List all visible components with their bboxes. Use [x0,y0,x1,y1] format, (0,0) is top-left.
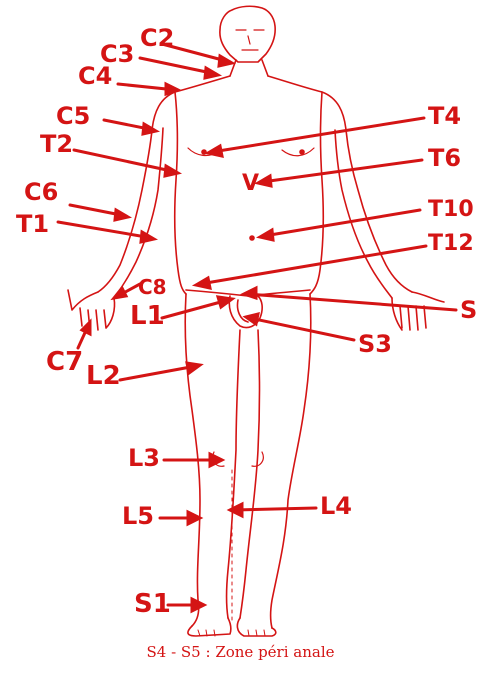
label-c8: C8 [138,275,167,299]
label-l5: L5 [122,502,154,530]
label-l2: L2 [86,361,121,391]
label-v: V [242,171,259,196]
head-outline [220,6,275,62]
label-c4: C4 [78,62,112,90]
caption: S4 - S5 : Zone péri anale [0,643,481,661]
right-hand-outline [392,292,444,330]
feet-outline [188,618,276,636]
label-c2: C2 [140,24,174,52]
label-t1: T1 [16,210,49,238]
label-t10: T10 [428,197,474,222]
label-t12: T12 [428,231,474,256]
label-s1: S1 [134,589,171,619]
label-l1: L1 [130,301,165,331]
right-leg-outline [240,294,311,628]
label-c7: C7 [46,347,83,377]
label-l3: L3 [128,444,160,472]
label-t6: T6 [428,144,461,172]
label-t2: T2 [40,130,73,158]
label-s3: S3 [358,330,392,358]
right-arm-outline [268,76,412,298]
label-s2: S [460,296,477,324]
label-c6: C6 [24,178,58,206]
left-arm-outline [98,76,230,298]
label-c5: C5 [56,102,90,130]
label-l4: L4 [320,492,352,520]
label-t4: T4 [428,102,461,130]
